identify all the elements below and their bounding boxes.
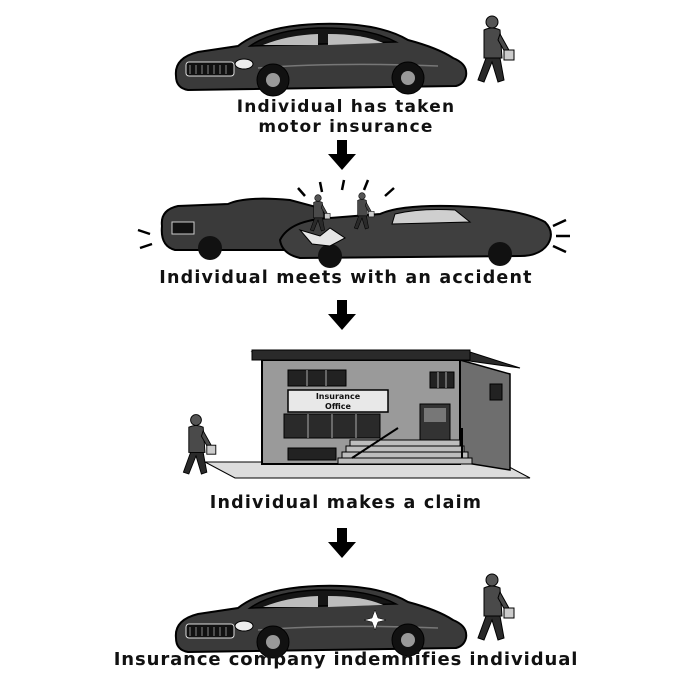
step-2-caption: Individual meets with an accident (0, 268, 692, 288)
step-3-caption: Individual makes a claim (0, 493, 692, 513)
step-4-caption: Insurance company indemnifies individual (0, 650, 692, 671)
car-with-person-illustration-1 (176, 16, 514, 96)
step-1-caption-line2: motor insurance (0, 118, 692, 138)
car-with-person-illustration-2 (176, 574, 514, 658)
down-arrow-icon-1 (328, 140, 356, 170)
down-arrow-icon-2 (328, 300, 356, 330)
insurance-office-illustration: Insurance Office (183, 350, 530, 478)
down-arrow-icon-3 (328, 528, 356, 558)
step-1-caption-line1: Individual has taken (0, 98, 692, 118)
step-1-caption: Individual has taken motor insurance (0, 98, 692, 137)
car-collision-illustration (138, 180, 570, 268)
office-sign-line2: Office (325, 402, 351, 411)
office-sign-line1: Insurance (316, 392, 361, 401)
